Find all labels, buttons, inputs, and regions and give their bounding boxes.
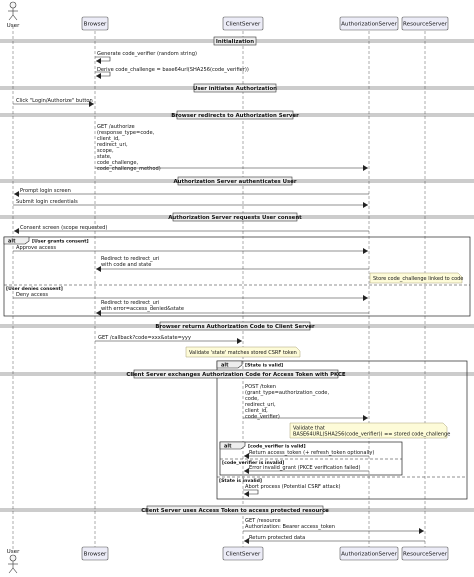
svg-text:Return access_token (+ refresh: Return access_token (+ refresh_token opt… [249,450,374,456]
svg-text:ClientServer: ClientServer [226,552,261,558]
svg-text:alt: alt [221,363,229,369]
svg-text:Derive code_challenge = base64: Derive code_challenge = base64url(SHA256… [97,67,249,73]
svg-text:User initiates Authorization: User initiates Authorization [193,86,277,92]
actor-user-bottom: User [7,549,20,574]
svg-text:Validate that BASE64URL(: Validate that BASE64URL(SHA256(code_veri… [293,426,450,438]
alt-fragment-code-verifier: alt [code_verifier is valid] [code_verif… [219,441,403,476]
participant-browser-top: Browser [81,16,109,31]
participant-authorization-server-label: AuthorizationServer [341,22,398,28]
get-authorize-text: GET /authorize (response_type=code, clie… [97,124,161,172]
section-divider-returns-code: Browser returns Authorization Code to Cl… [0,321,474,331]
svg-text:[State is invalid]: [State is invalid] [219,478,262,484]
svg-text:Return protected data: Return protected data [249,535,305,541]
participant-resource-server-bottom: ResourceServer [401,546,449,561]
message-get-callback: GET /callback?code=xxx&state=yyy [95,335,242,344]
alt-keyword: alt [8,239,16,245]
svg-text:Validate 'state' matches store: Validate 'state' matches stored CSRF tok… [189,350,297,356]
message-self-derive-code-challenge: Derive code_challenge = base64url(SHA256… [95,67,249,79]
note-validate-state: Validate 'state' matches stored CSRF tok… [185,346,301,358]
message-consent-screen: Consent screen (scope requested) [14,225,369,234]
actor-user-top: User [7,1,20,29]
participant-client-server-bottom: ClientServer [222,546,264,561]
section-divider-browser-redirects: Browser redirects to Authorization Serve… [0,110,474,120]
note-store-code-challenge: Store code_challenge linked to code [369,272,463,284]
svg-text:Authorization Server authentic: Authorization Server authenticates User [173,179,296,185]
svg-text:alt: alt [224,444,232,450]
svg-text:AuthorizationServer: AuthorizationServer [341,552,398,558]
message-redirect-with-code: Redirect to redirect_uri with code and s… [96,256,369,272]
svg-text:Redirect to redirect_uri: Redirect to redirect_uri with error=acce… [101,300,184,312]
svg-text:Redirect to redirect_uri: Redirect to redirect_uri with code and s… [101,256,161,268]
svg-text:Prompt login screen: Prompt login screen [20,188,71,194]
svg-text:Browser redirects to Authoriza: Browser redirects to Authorization Serve… [171,113,299,119]
participant-authorization-server-bottom: AuthorizationServer [339,546,399,561]
svg-text:Client Server uses Access Toke: Client Server uses Access Token to acces… [141,508,329,514]
svg-text:[code_verifier is invalid]: [code_verifier is invalid] [222,460,284,466]
section-divider-access-resource: Client Server uses Access Token to acces… [0,505,474,515]
section-divider-initialization: Initialization [0,36,474,46]
participant-client-server-top: ClientServer [222,16,264,31]
alt-guard: [User grants consent] [32,239,89,245]
svg-text:Client Server exchanges Author: Client Server exchanges Authorization Co… [126,372,346,378]
svg-text:Authorization Server requests: Authorization Server requests User conse… [168,215,302,221]
svg-text:Browser returns Authorization: Browser returns Authorization Code to Cl… [155,324,315,330]
participant-resource-server-top: ResourceServer [401,16,449,31]
message-error-invalid-grant: Error invalid_grant (PKCE verification f… [244,465,369,474]
svg-text:Deny access: Deny access [16,292,48,298]
svg-text:Error invalid_grant (PKCE veri: Error invalid_grant (PKCE verification f… [249,465,361,471]
message-return-access-token: Return access_token (+ refresh_token opt… [244,450,374,459]
message-redirect-with-error: Redirect to redirect_uri with error=acce… [96,300,369,316]
svg-text:Abort process (Potential CSRF: Abort process (Potential CSRF attack) [245,484,341,490]
message-self-generate-code-verifier: Generate code_verifier (random string) [95,51,197,64]
participant-browser-bottom: Browser [81,546,109,561]
message-deny-access: Deny access [13,292,368,301]
participant-user-label: User [7,23,20,29]
svg-text:GET /resource Authorizat: GET /resource Authorization: Bearer acce… [245,518,335,530]
message-submit-login-credentials: Submit login credentials [13,199,368,208]
svg-text:Store code_challenge linked to: Store code_challenge linked to code [373,276,463,282]
svg-text:GET /callback?code=xxx&state=y: GET /callback?code=xxx&state=yyy [98,335,191,341]
participant-client-server-label: ClientServer [226,22,261,28]
svg-text:Approve access: Approve access [16,245,56,251]
svg-text:Generate code_verifier (random: Generate code_verifier (random string) [97,51,197,57]
svg-text:ResourceServer: ResourceServer [403,552,448,558]
message-get-authorize: GET /authorize (response_type=code, clie… [95,124,368,172]
svg-text:[code_verifier is valid]: [code_verifier is valid] [248,444,306,450]
svg-text:Initialization: Initialization [216,39,254,45]
section-divider-user-initiates-authorization: User initiates Authorization [0,83,474,93]
message-click-login-authorize: Click "Login/Authorize" button [13,98,94,107]
message-return-protected-data: Return protected data [244,535,425,544]
message-self-abort-process: Abort process (Potential CSRF attack) [243,484,341,497]
section-divider-requests-consent: Authorization Server requests User conse… [0,212,474,222]
section-divider-exchange-code: Client Server exchanges Authorization Co… [0,369,474,379]
note-validate-pkce: Validate that BASE64URL(SHA256(code_veri… [289,422,450,439]
svg-text:Click "Login/Authorize" button: Click "Login/Authorize" button [16,98,93,104]
section-divider-authenticates-user: Authorization Server authenticates User [0,176,474,186]
message-get-resource: GET /resource Authorization: Bearer acce… [243,518,424,534]
alt-else-guard: [User denies consent] [6,286,63,292]
message-post-token: POST /token (grant_type=authorization_co… [243,384,368,421]
message-prompt-login-screen: Prompt login screen [14,188,369,197]
svg-text:Submit login credentials: Submit login credentials [16,199,78,205]
participant-resource-server-label: ResourceServer [403,22,448,28]
svg-text:Consent screen (scope requeste: Consent screen (scope requested) [20,225,107,231]
actor-head-icon [9,554,17,562]
svg-text:User: User [7,549,20,555]
actor-head-icon [9,1,17,9]
alt-fragment-state: alt [State is valid] [State is invalid] [216,360,468,500]
svg-text:Browser: Browser [84,552,107,558]
alt-fragment-consent: alt [User grants consent] [User denies c… [3,236,471,317]
svg-text:[State is valid]: [State is valid] [245,363,283,369]
participant-browser-label: Browser [84,22,107,28]
svg-text:POST /token (grant_type=: POST /token (grant_type=authorization_co… [245,384,331,420]
participant-authorization-server-top: AuthorizationServer [339,16,399,31]
message-approve-access: Approve access [13,245,368,254]
